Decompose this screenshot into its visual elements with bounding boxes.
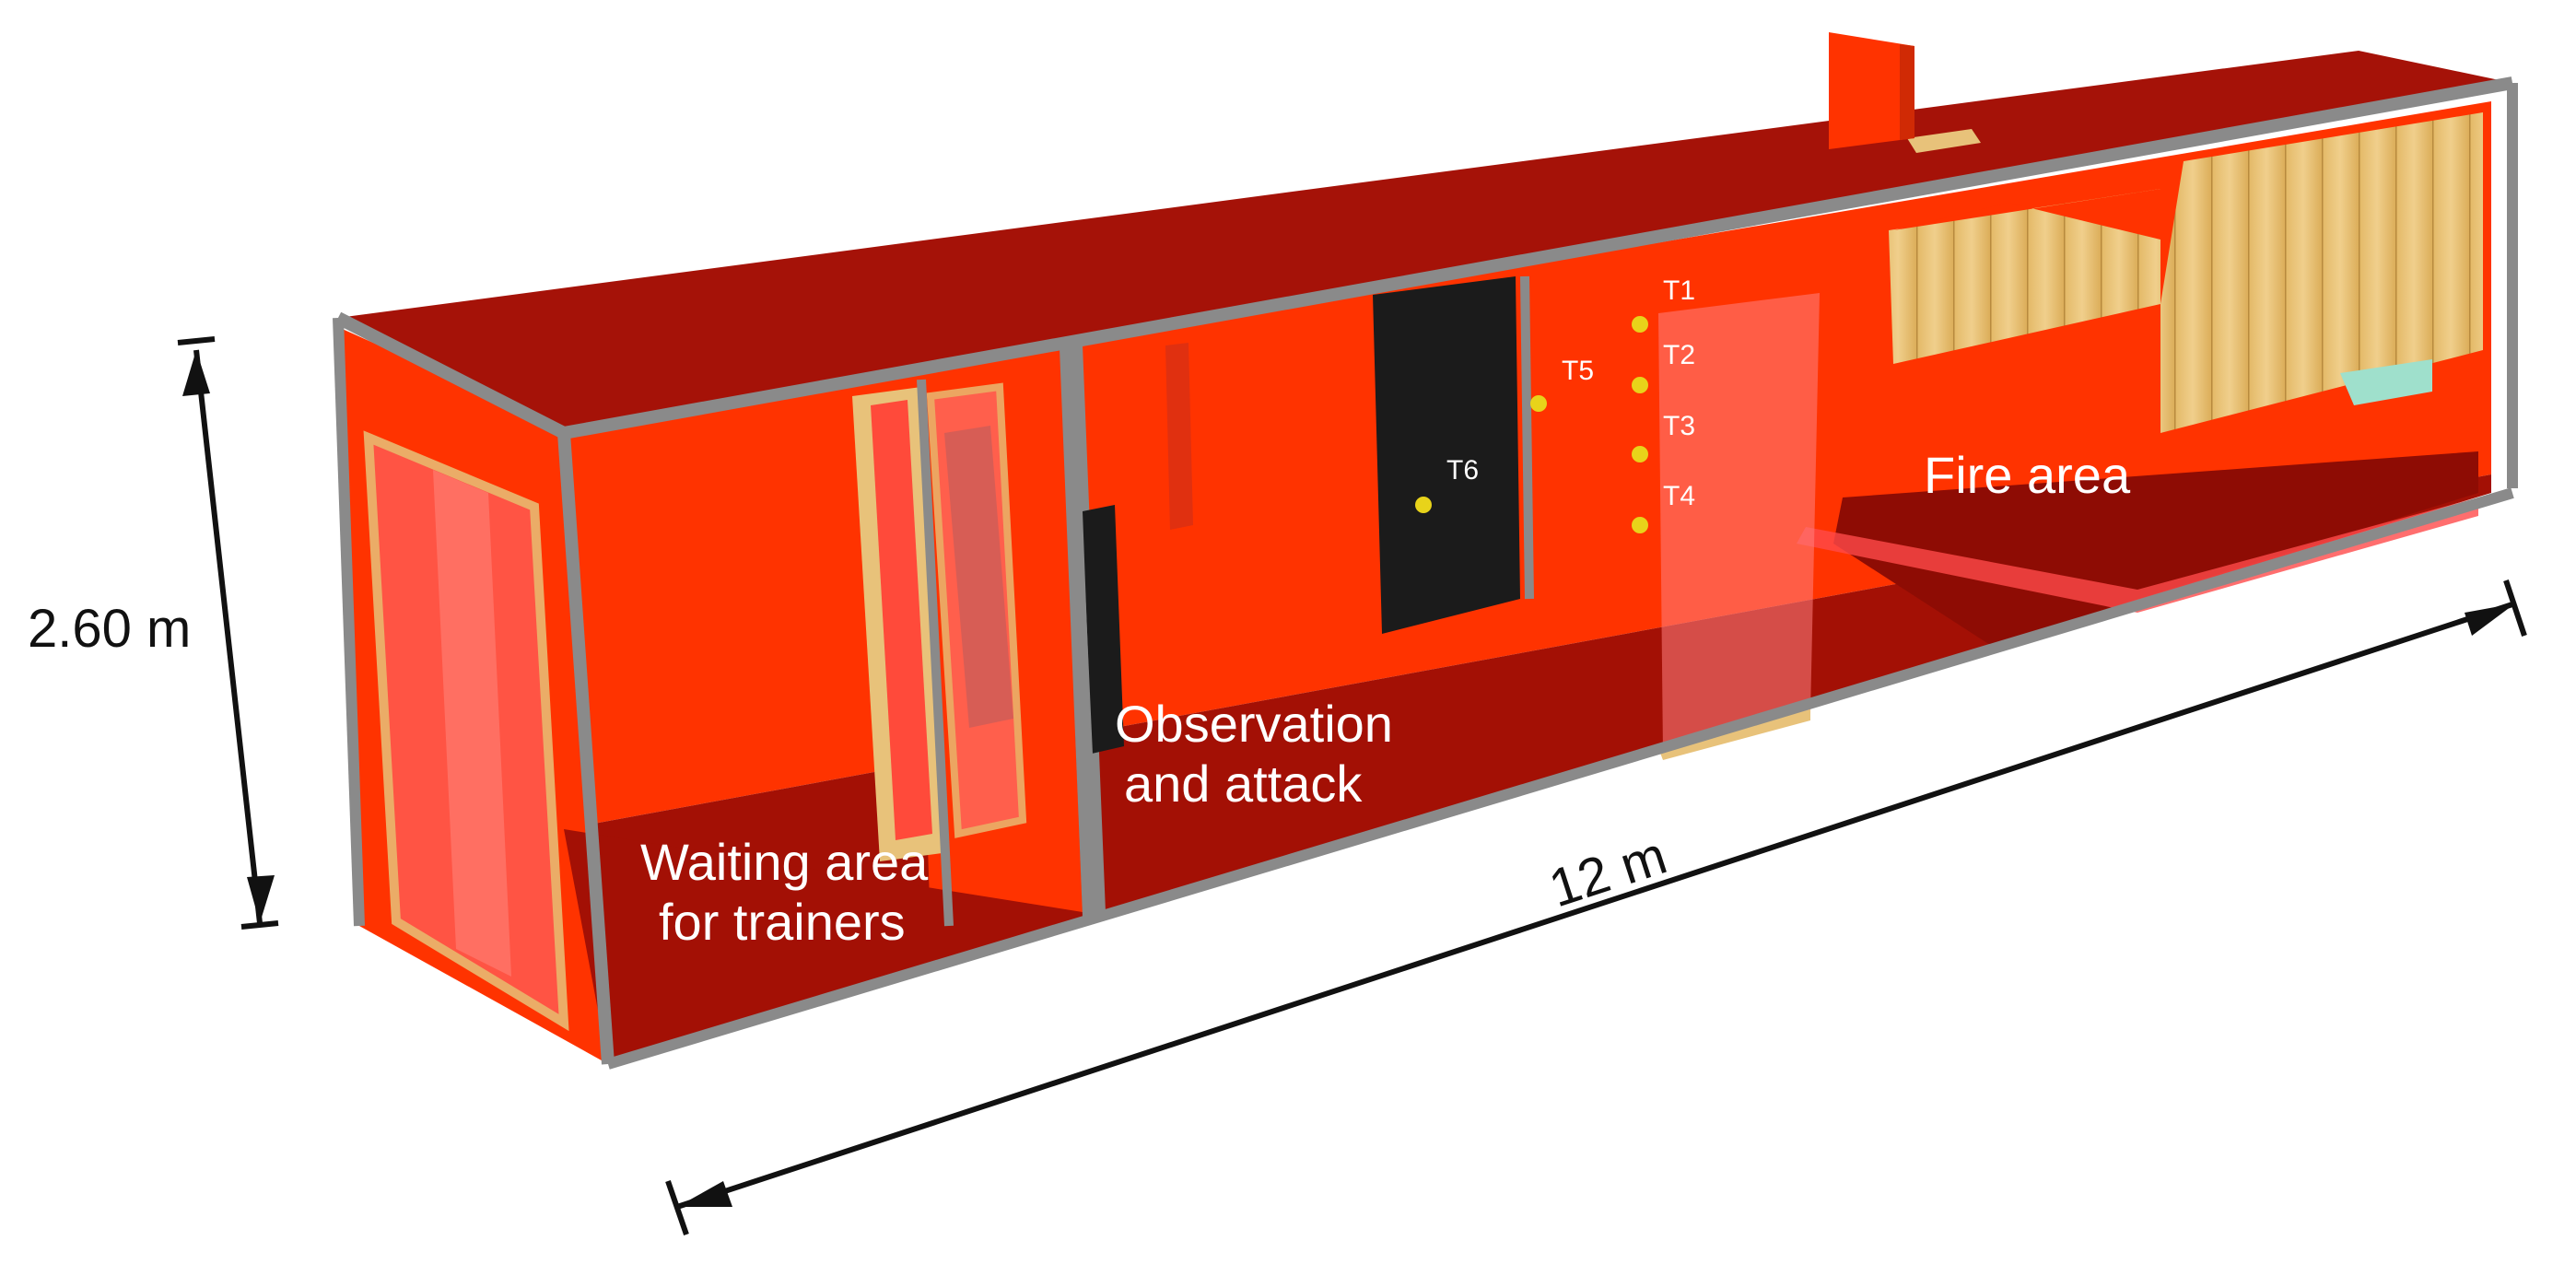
sensor-t1-dot	[1632, 316, 1648, 333]
partition-edge-2	[917, 379, 954, 927]
sensor-t5-dot	[1530, 395, 1547, 412]
wood-panel-left	[1889, 189, 2160, 364]
roof	[338, 51, 2512, 433]
sensor-t3-dot	[1632, 446, 1648, 462]
black-door	[1373, 276, 1520, 634]
roof-opening	[1907, 129, 1981, 153]
waiting-area-label-line1: Waiting area	[640, 833, 929, 891]
waiting-floor	[564, 829, 1083, 1064]
sensor-t1-label: T1	[1663, 275, 1695, 306]
partition-window	[926, 382, 1027, 838]
glass-door-threshold	[1658, 709, 1810, 760]
sensor-t6-label: T6	[1446, 455, 1479, 486]
sensor-t3-label: T3	[1663, 411, 1695, 441]
sensor-t4-dot	[1632, 517, 1648, 533]
observation-label-line2: and attack	[1124, 755, 1363, 813]
fire-area-label: Fire area	[1924, 446, 2131, 504]
waiting-area-label-line2: for trainers	[659, 893, 906, 951]
floor-front-edge	[606, 487, 2514, 1070]
sensor-t4-label: T4	[1663, 481, 1695, 511]
wood-panel-slope	[1893, 189, 2160, 240]
partition-edge	[1063, 347, 1100, 918]
glass-door	[1658, 293, 1820, 754]
sensor-t2-dot	[1632, 377, 1648, 393]
observation-dark-door	[1083, 505, 1124, 754]
observation-label-line1: Observation	[1115, 695, 1393, 753]
wood-panel-right	[2160, 112, 2483, 433]
fire-floor-strip	[1833, 451, 2478, 645]
chimney-side	[1900, 44, 1914, 140]
interior-wall-stub	[1165, 343, 1193, 530]
length-label: 12 m	[1542, 825, 1674, 919]
sensor-t2-label: T2	[1663, 340, 1695, 370]
length-arrow	[665, 579, 2527, 1235]
left-window-glass	[433, 470, 511, 977]
left-wall-edge	[333, 317, 365, 927]
chimney	[1829, 32, 1914, 149]
front-wall-edge	[557, 432, 615, 1065]
waiting-door-opening	[871, 400, 932, 840]
height-arrow	[177, 336, 279, 930]
sensor-t5-label: T5	[1562, 356, 1594, 386]
height-label: 2.60 m	[28, 599, 191, 659]
back-wall-edge	[1520, 275, 1534, 600]
fire-floor-edge	[1797, 497, 2478, 613]
sensor-t6-dot	[1415, 497, 1432, 513]
mint-block	[2340, 359, 2432, 405]
